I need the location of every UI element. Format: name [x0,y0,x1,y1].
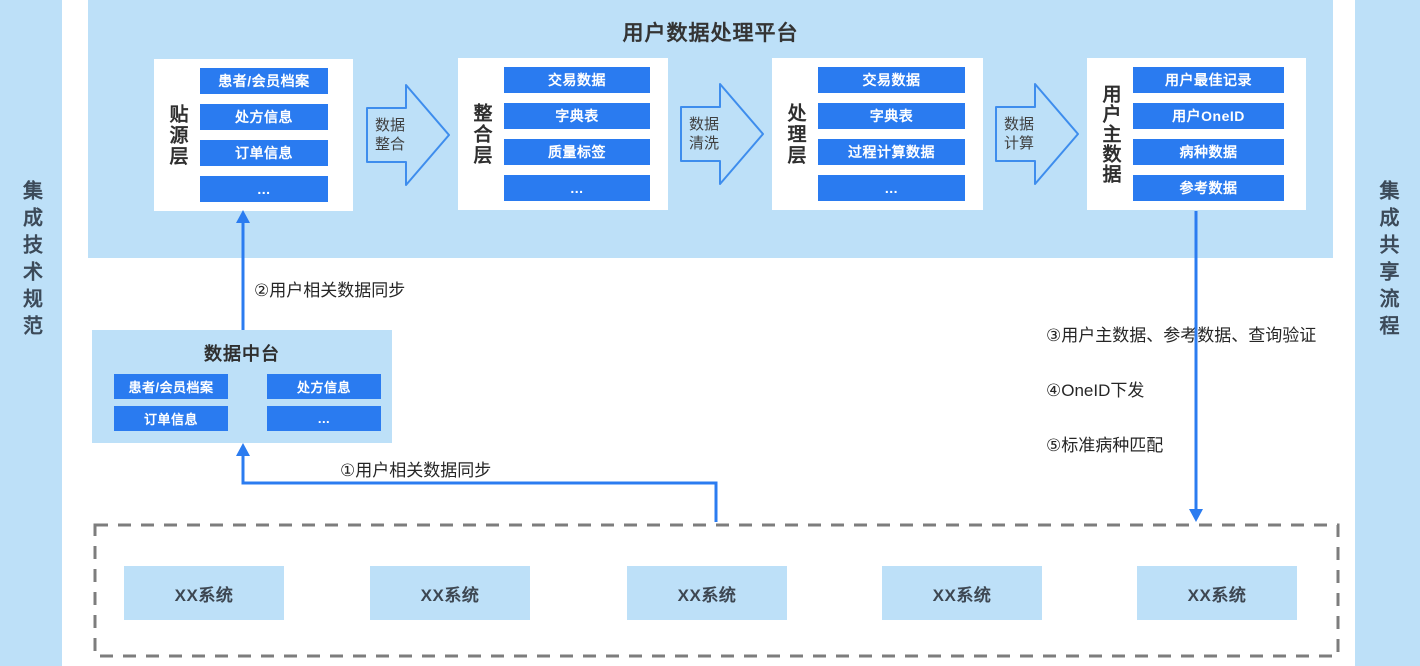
data-item: 交易数据 [818,67,965,93]
chevron-right-icon [995,83,1079,185]
layer-integration-items: 交易数据 字典表 质量标签 ... [504,58,650,210]
data-item: 交易数据 [504,67,650,93]
layer-user-master-data-items: 用户最佳记录 用户OneID 病种数据 参考数据 [1133,58,1284,210]
system-box: XX系统 [370,566,530,620]
layer-processing-items: 交易数据 字典表 过程计算数据 ... [818,58,965,210]
data-item: 病种数据 [1133,139,1284,165]
right-strip-label: 集成共享流程 [1376,180,1398,342]
data-middle-platform-items: 患者/会员档案 处方信息 订单信息 ... [92,374,392,431]
left-strip: 集成技术规范 [0,0,62,666]
data-item: 字典表 [818,103,965,129]
data-item: 过程计算数据 [818,139,965,165]
arrow-data-integration: 数据整合 [366,84,450,186]
arrow-data-computation: 数据计算 [995,83,1079,185]
arrow-label: 数据清洗 [688,116,719,152]
data-item: 处方信息 [267,374,381,399]
layer-processing-label: 处理层 [784,102,806,166]
flow-label-step5: ⑤标准病种匹配 [1046,436,1164,455]
layer-user-master-data-label: 用户主数据 [1099,84,1121,184]
data-item: ... [267,406,381,431]
data-item: 订单信息 [114,406,228,431]
layer-integration-label: 整合层 [470,102,492,166]
dashed-border [93,523,1340,658]
arrow-label: 数据整合 [374,117,405,153]
layer-source: 贴源层 患者/会员档案 处方信息 订单信息 ... [154,59,353,211]
arrow-label: 数据计算 [1003,116,1034,152]
platform-title: 用户数据处理平台 [622,22,799,45]
layer-source-items: 患者/会员档案 处方信息 订单信息 ... [200,59,328,211]
arrow-data-cleansing: 数据清洗 [680,83,764,185]
data-item: 参考数据 [1133,175,1284,201]
data-item: 患者/会员档案 [200,68,328,94]
left-strip-label: 集成技术规范 [19,180,42,342]
system-box: XX系统 [882,566,1042,620]
external-systems-container: XX系统 XX系统 XX系统 XX系统 XX系统 [93,523,1340,658]
data-item: 患者/会员档案 [114,374,228,399]
data-middle-platform: 数据中台 患者/会员档案 处方信息 订单信息 ... [92,330,392,443]
data-item: ... [504,175,650,201]
chevron-right-icon [680,83,764,185]
data-middle-platform-title: 数据中台 [204,344,280,364]
flow-label-step1: ①用户相关数据同步 [340,461,492,480]
data-item: 质量标签 [504,139,650,165]
system-box: XX系统 [627,566,787,620]
layer-processing: 处理层 交易数据 字典表 过程计算数据 ... [772,58,983,210]
right-strip: 集成共享流程 [1355,0,1420,666]
flow-label-step2: ②用户相关数据同步 [254,281,406,300]
platform-banner: 用户数据处理平台 贴源层 患者/会员档案 处方信息 订单信息 ... 数据整合 … [88,0,1333,258]
data-item: 字典表 [504,103,650,129]
layer-user-master-data: 用户主数据 用户最佳记录 用户OneID 病种数据 参考数据 [1087,58,1306,210]
data-item: 用户OneID [1133,103,1284,129]
system-box: XX系统 [1137,566,1297,620]
arrowhead-up-icon [236,443,250,456]
data-item: 处方信息 [200,104,328,130]
data-item: 订单信息 [200,140,328,166]
flow-label-step3: ③用户主数据、参考数据、查询验证 [1046,326,1317,345]
layer-integration: 整合层 交易数据 字典表 质量标签 ... [458,58,668,210]
flow-label-step4: ④OneID下发 [1046,381,1145,400]
system-box: XX系统 [124,566,284,620]
data-item: 用户最佳记录 [1133,67,1284,93]
arrowhead-down-icon [1189,509,1203,522]
data-item: ... [818,175,965,201]
layer-source-label: 贴源层 [166,103,188,167]
chevron-right-icon [366,84,450,186]
data-item: ... [200,176,328,202]
